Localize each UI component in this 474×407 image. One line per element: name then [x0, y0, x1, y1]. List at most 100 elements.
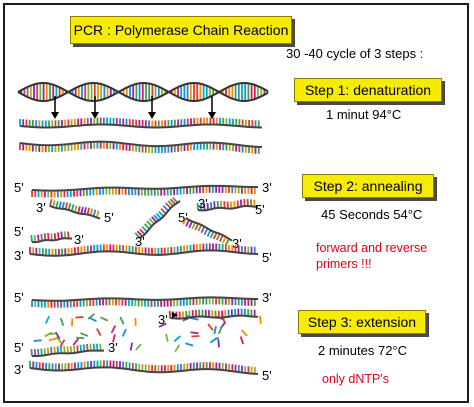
heat-arrowhead — [51, 112, 59, 119]
dntp — [158, 322, 167, 328]
label-3prime: 3' — [232, 236, 242, 251]
dntp — [213, 326, 217, 335]
base-tick — [99, 343, 102, 351]
base-tick — [158, 210, 165, 218]
base-tick — [63, 231, 67, 239]
base-tick — [150, 216, 158, 223]
base-tick — [43, 348, 46, 356]
dntp — [87, 313, 95, 320]
base-tick — [203, 228, 209, 236]
label-5prime: 5' — [14, 340, 24, 355]
dna-strand — [185, 217, 233, 242]
dntp — [76, 336, 85, 340]
base-tick — [92, 209, 97, 217]
dntp — [59, 317, 65, 326]
dntp — [129, 342, 133, 351]
dntp — [217, 339, 220, 348]
base-tick — [80, 206, 84, 215]
base-tick — [143, 223, 151, 230]
base-tick — [47, 233, 50, 241]
base-tick — [50, 233, 53, 241]
label-5prime: 5' — [14, 224, 24, 239]
base-tick — [56, 346, 60, 354]
step3-label: Step 3: extension — [307, 314, 417, 330]
base-tick — [49, 198, 53, 207]
dntp — [135, 343, 142, 351]
dntp — [191, 335, 200, 338]
dna-strand — [29, 366, 259, 375]
base-tick — [185, 219, 190, 227]
dna-strand — [49, 205, 101, 220]
base-tick — [182, 217, 187, 225]
base-tick — [74, 205, 78, 213]
base-tick — [197, 224, 203, 232]
base-tick — [82, 344, 86, 352]
base-tick — [212, 232, 218, 240]
heat-arrowhead — [148, 112, 156, 119]
base-tick — [73, 345, 76, 353]
label-3prime: 3' — [262, 180, 272, 195]
base-tick — [33, 348, 37, 357]
base-tick — [215, 233, 221, 241]
base-tick — [206, 229, 212, 237]
heat-arrowhead — [208, 112, 216, 119]
dntp — [88, 316, 97, 323]
dna-strand — [29, 249, 259, 257]
dntp — [55, 336, 63, 344]
base-tick — [191, 222, 197, 230]
step2-box: Step 2: annealing — [302, 174, 434, 198]
dntp — [190, 317, 199, 321]
base-tick — [55, 200, 59, 209]
base-tick — [53, 346, 56, 354]
dna-strand — [31, 349, 105, 358]
base-tick — [95, 343, 99, 351]
base-tick — [148, 218, 155, 225]
base-tick — [225, 238, 230, 246]
label-5prime: 5' — [14, 290, 24, 305]
extension-arrow — [172, 312, 178, 318]
base-tick — [160, 208, 167, 215]
base-tick — [134, 232, 141, 239]
base-tick — [69, 346, 73, 354]
dna-strand — [169, 314, 259, 320]
base-tick — [86, 343, 89, 351]
step3-box: Step 3: extension — [298, 310, 426, 334]
dntp — [174, 344, 181, 353]
dntp — [112, 334, 116, 343]
base-tick — [146, 220, 153, 227]
label-5prime: 5' — [255, 202, 265, 217]
label-5prime: 5' — [262, 250, 272, 265]
dntp — [47, 332, 56, 336]
base-tick — [79, 344, 82, 352]
base-tick — [83, 207, 87, 215]
dntp — [185, 342, 194, 347]
label-3prime: 3' — [14, 248, 24, 263]
dntp — [80, 332, 89, 337]
base-tick — [77, 206, 81, 214]
base-tick — [95, 210, 100, 218]
label-3prime: 3' — [108, 340, 118, 355]
dntp — [207, 323, 214, 331]
label-5prime: 5' — [104, 210, 114, 225]
base-tick — [89, 343, 92, 351]
base-tick — [209, 231, 215, 239]
label-3prime: 3' — [36, 200, 46, 215]
label-3prime: 3' — [14, 362, 24, 377]
base-tick — [37, 234, 40, 242]
dntp — [239, 336, 245, 345]
base-tick — [70, 204, 75, 212]
base-tick — [67, 203, 72, 211]
base-tick — [33, 235, 37, 243]
base-tick — [57, 232, 60, 240]
base-tick — [162, 205, 169, 212]
dntp — [121, 328, 127, 337]
base-tick — [136, 230, 144, 237]
base-tick — [155, 212, 162, 220]
dntp — [72, 338, 79, 346]
dntp — [165, 333, 169, 342]
base-tick — [222, 236, 227, 244]
base-tick — [30, 348, 33, 357]
base-tick — [218, 234, 224, 242]
base-tick — [66, 346, 69, 354]
